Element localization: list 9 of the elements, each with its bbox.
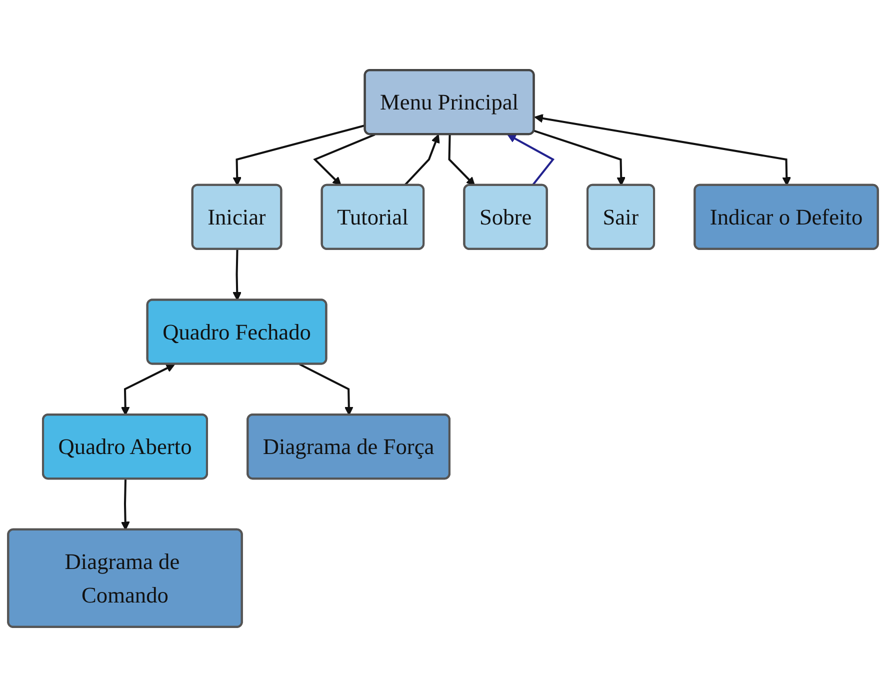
- arrow: [448, 134, 476, 186]
- arrow: [534, 130, 626, 186]
- arrow: [232, 124, 366, 186]
- arrow: [120, 364, 175, 416]
- arrow: [232, 249, 242, 301]
- arrow: [313, 134, 376, 186]
- arrow: [534, 114, 792, 186]
- arrow: [299, 363, 354, 416]
- arrow: [120, 479, 130, 530]
